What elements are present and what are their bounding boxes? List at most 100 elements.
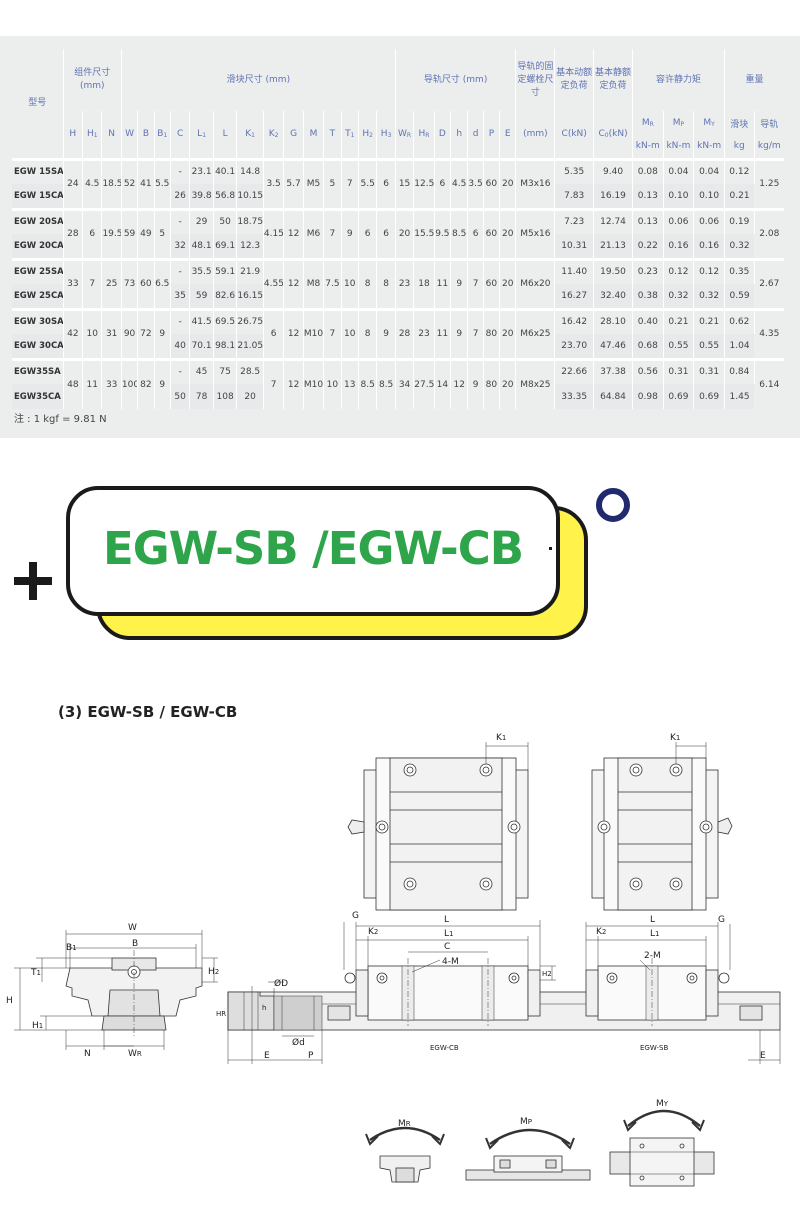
cell-rail-weight: 2.08 — [754, 207, 784, 259]
cell-B1: 6.5 — [154, 257, 171, 309]
label-C: C — [444, 942, 450, 952]
banner-card — [66, 486, 560, 616]
col-MR: MR — [632, 111, 664, 135]
cell-K1: 16.15 — [236, 284, 264, 309]
cell-H: 28 — [63, 207, 84, 259]
col-K2: K2 — [263, 111, 285, 159]
cell-L1: 35.5 — [189, 257, 214, 284]
cell-L: 69.5 — [213, 307, 238, 334]
cell-HR: 12.5 — [413, 157, 435, 209]
cell-H1: 10 — [82, 307, 103, 359]
cell-H1: 4.5 — [82, 157, 103, 209]
col-bolt-unit: (mm) — [515, 111, 556, 159]
header-model: 型号 — [12, 49, 64, 159]
label-H1: H1 — [32, 1021, 43, 1031]
cell-C: 50 — [170, 384, 191, 409]
cell-H3: 6 — [376, 207, 396, 259]
cell-h: 9 — [450, 307, 469, 359]
col-L1: L1 — [189, 111, 214, 159]
cell-T: 7.5 — [323, 257, 342, 309]
label-egw-sb: EGW-SB — [640, 1044, 668, 1052]
cell-MP: 0.10 — [663, 184, 695, 209]
col-N: N — [101, 111, 122, 159]
cell-d: 3.5 — [467, 157, 484, 209]
cell-C: - — [170, 207, 191, 234]
cell-MP: 0.06 — [663, 207, 695, 234]
cell-W: 73 — [121, 257, 139, 309]
technical-drawings: K1 K1 — [0, 720, 800, 1220]
cell-H2: 8.5 — [358, 357, 378, 409]
cell-C: - — [170, 307, 191, 334]
col-C0-unit: C0(kN) — [593, 111, 633, 159]
cell-bolt: M6x25 — [515, 307, 556, 359]
label-K1-sb: K1 — [670, 733, 680, 743]
cell-HR: 18 — [413, 257, 435, 309]
cell-model: EGW 30SA — [12, 307, 64, 334]
cell-HR: 15.5 — [413, 207, 435, 259]
spec-table: 型号 组件尺寸 (mm) 滑块尺寸 (mm) 导轨尺寸 (mm) 导轨的固定螺栓… — [12, 49, 784, 409]
cell-MR: 0.08 — [632, 157, 664, 184]
cell-K1: 21.05 — [236, 334, 264, 359]
cell-M: M5 — [303, 157, 325, 209]
cell-B1: 9 — [154, 307, 171, 359]
cell-H1: 7 — [82, 257, 103, 309]
cell-K1: 21.9 — [236, 257, 264, 284]
label-E-right: E — [760, 1051, 766, 1061]
col-H2: H2 — [358, 111, 378, 159]
cell-K2: 4.55 — [263, 257, 285, 309]
cell-E: 20 — [499, 307, 517, 359]
header-block: 滑块尺寸 (mm) — [121, 49, 396, 111]
col-H1: H1 — [82, 111, 103, 159]
cell-C: - — [170, 357, 191, 384]
cell-MY: 0.55 — [693, 334, 725, 359]
cell-wt: 0.12 — [724, 157, 755, 184]
col-E: E — [499, 111, 517, 159]
cell-C0: 47.46 — [593, 334, 633, 359]
label-h: h — [262, 1004, 266, 1012]
cell-L1: 78 — [189, 384, 214, 409]
col-WR: WR — [395, 111, 415, 159]
cell-h: 12 — [450, 357, 469, 409]
drawing-section-title: (3) EGW-SB / EGW-CB — [58, 703, 238, 721]
cell-M: M6 — [303, 207, 325, 259]
cell-B1: 9 — [154, 357, 171, 409]
cell-H3: 8.5 — [376, 357, 396, 409]
col-G: G — [283, 111, 304, 159]
cell-M: M8 — [303, 257, 325, 309]
cell-N: 33 — [101, 357, 122, 409]
cell-model: EGW35CA — [12, 384, 64, 409]
cell-MR: 0.13 — [632, 184, 664, 209]
col-block-weight: 滑块 — [724, 111, 755, 135]
cell-rail-weight: 6.14 — [754, 357, 784, 409]
cell-L: 59.1 — [213, 257, 238, 284]
cell-rail-weight: 2.67 — [754, 257, 784, 309]
cell-H2: 8 — [358, 307, 378, 359]
moment-mp-diagram — [465, 1128, 591, 1181]
cell-wt: 0.62 — [724, 307, 755, 334]
cell-model: EGW 30CA — [12, 334, 64, 359]
cell-D: 9.5 — [434, 207, 452, 259]
cell-MY: 0.31 — [693, 357, 725, 384]
cell-K1: 26.75 — [236, 307, 264, 334]
cell-P: 60 — [483, 207, 501, 259]
cell-HR: 23 — [413, 307, 435, 359]
cell-bolt: M8x25 — [515, 357, 556, 409]
col-H3: H3 — [376, 111, 396, 159]
col-T1: T1 — [341, 111, 359, 159]
label-MR: MR — [398, 1119, 411, 1129]
header-rail: 导轨尺寸 (mm) — [395, 49, 517, 111]
cell-L: 98.1 — [213, 334, 238, 359]
label-G-cb: G — [352, 911, 359, 921]
label-K2-cb: K2 — [368, 927, 378, 937]
cell-wt: 0.21 — [724, 184, 755, 209]
label-B1: B1 — [66, 943, 77, 953]
label-E-left: E — [264, 1051, 270, 1061]
cell-MR: 0.68 — [632, 334, 664, 359]
cell-W: 90 — [121, 307, 139, 359]
header-assembly: 组件尺寸 (mm) — [63, 49, 122, 111]
col-d: d — [467, 111, 484, 159]
cell-C0: 32.40 — [593, 284, 633, 309]
